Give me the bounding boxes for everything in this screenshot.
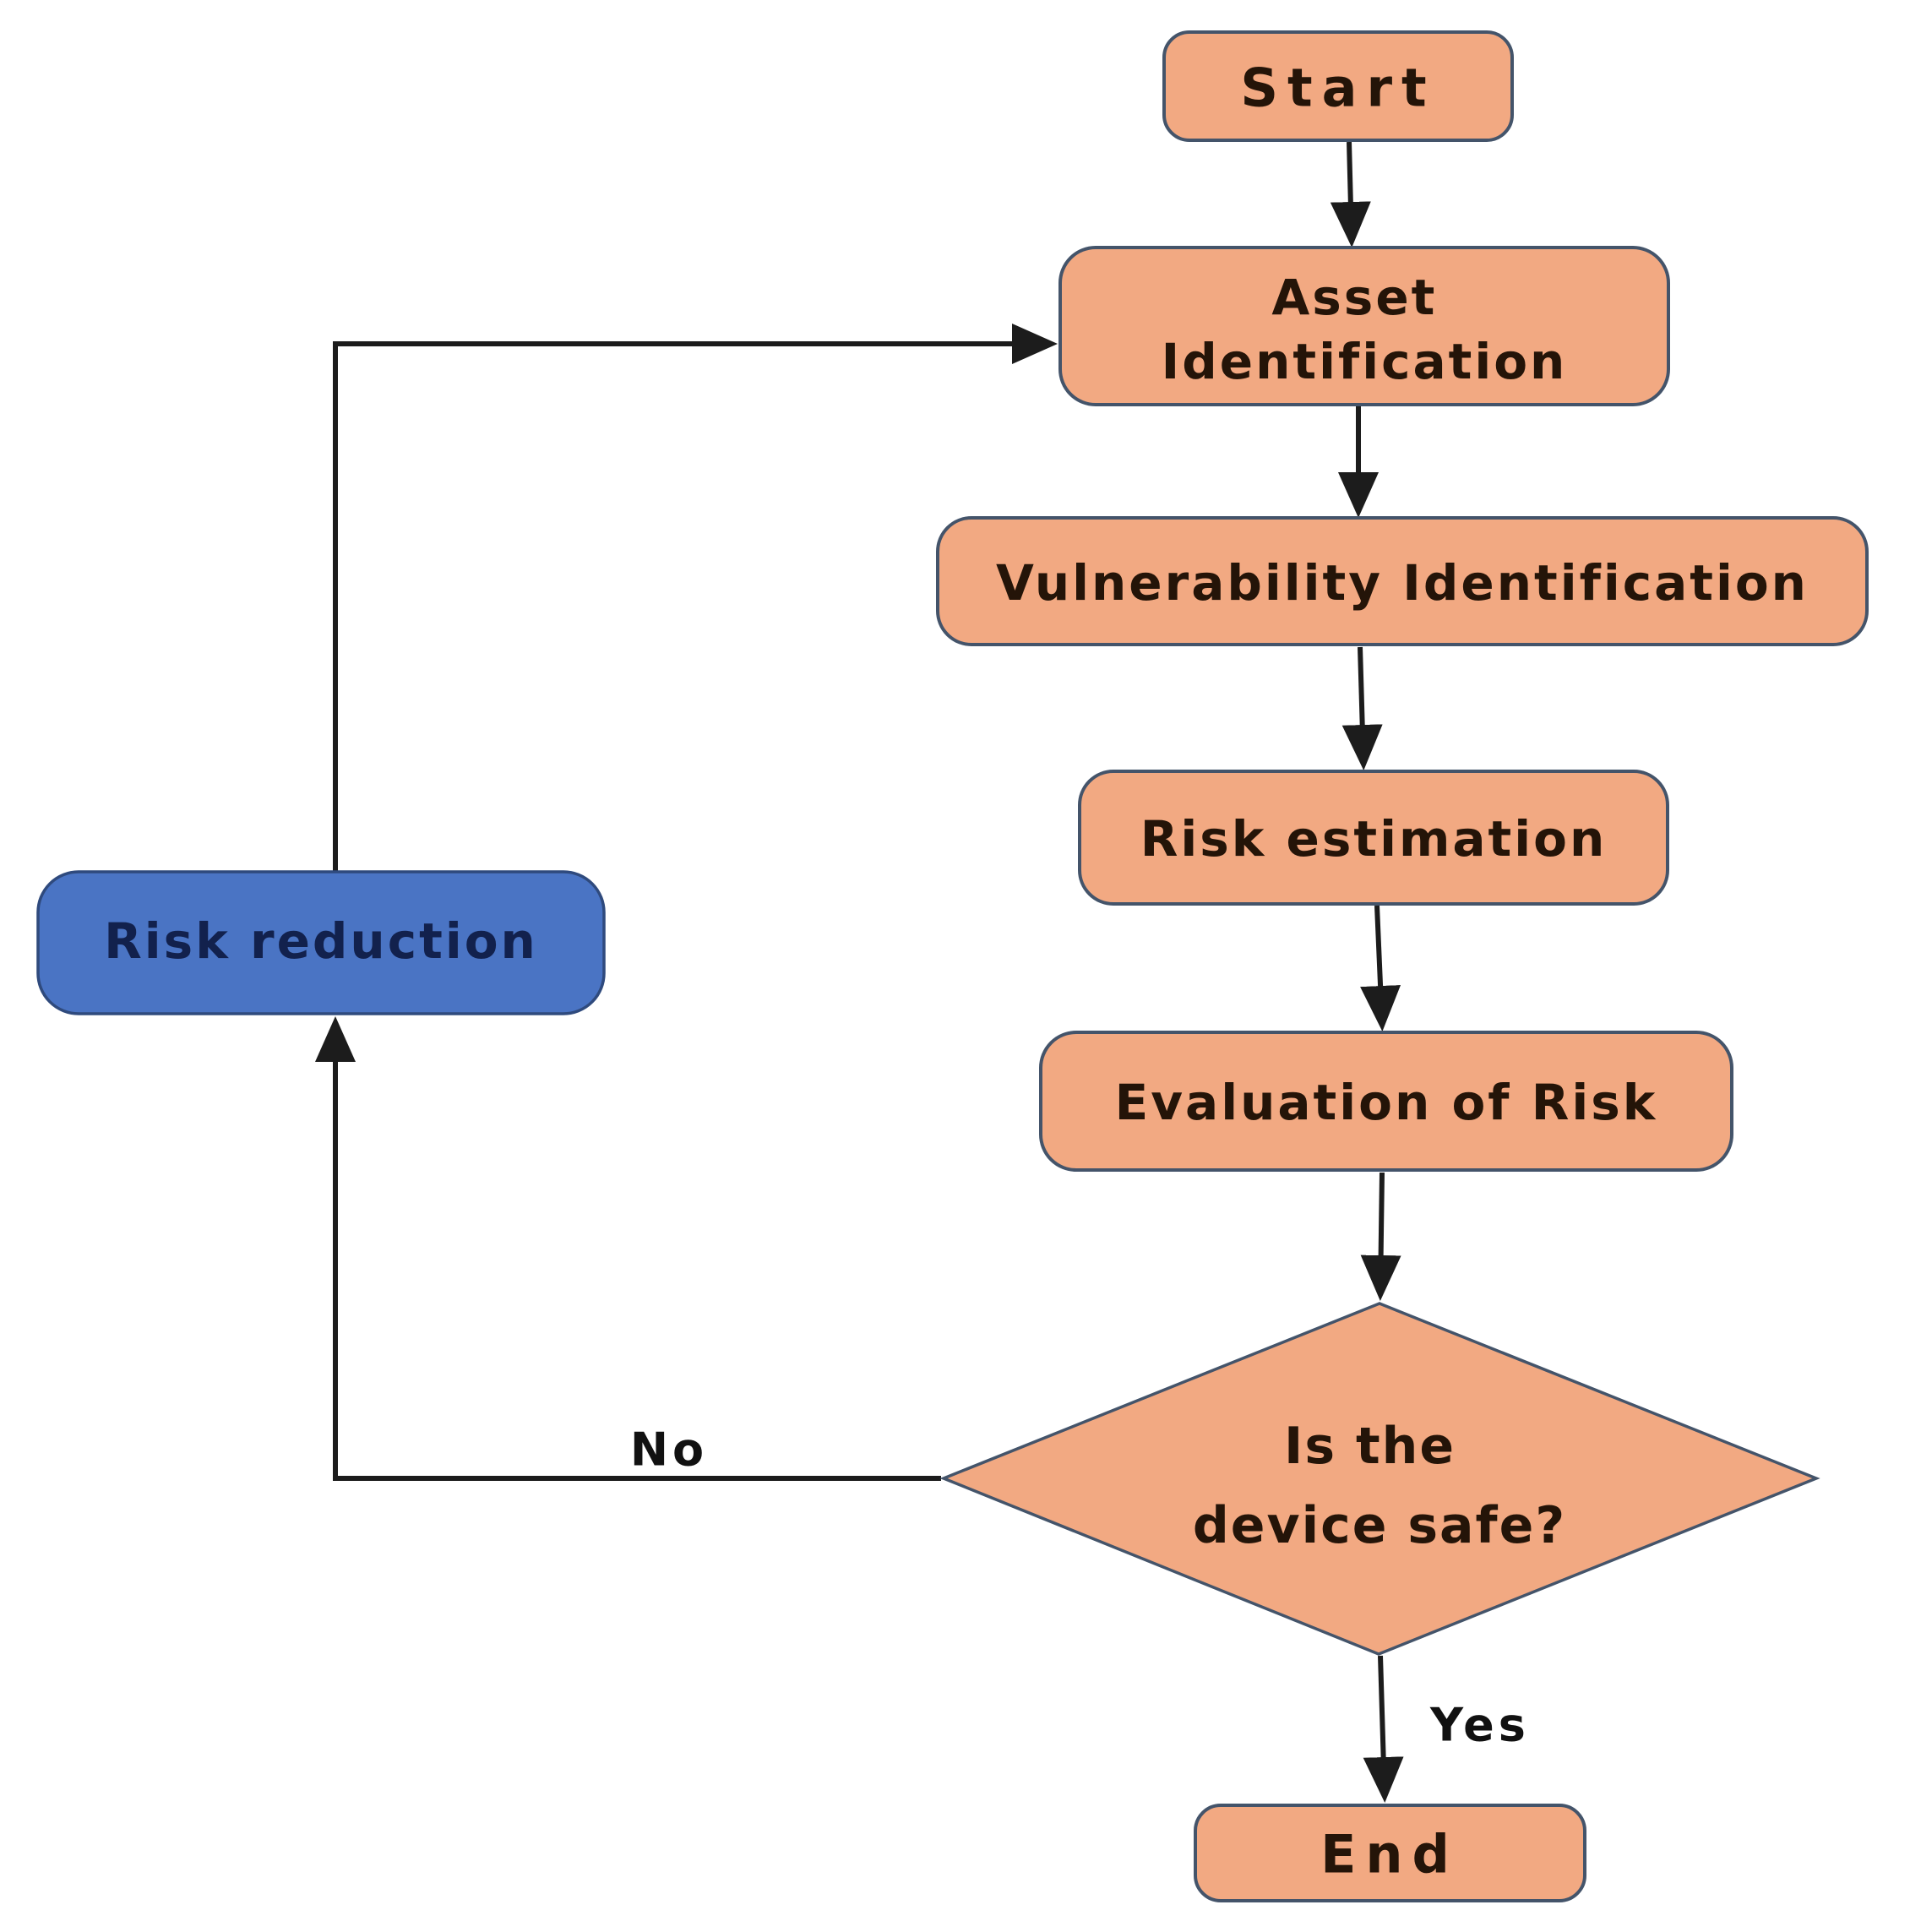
vulnerability-identification-node-label: Vulnerability Identification	[996, 554, 1809, 612]
connector-vulnerability-to-risk-estimation	[1341, 646, 1383, 770]
evaluation-of-risk-node	[1039, 1031, 1733, 1172]
start-node	[1162, 30, 1514, 142]
risk-estimation-node-label: Risk estimation	[1140, 810, 1608, 868]
end-node-label: End	[1320, 1824, 1459, 1886]
vulnerability-identification-node	[936, 516, 1869, 646]
risk-reduction-node	[36, 870, 606, 1015]
connector-risk-estimation-to-evaluation	[1360, 905, 1401, 1031]
decision-label: Is the device safe?	[1193, 1417, 1566, 1555]
risk-estimation-node	[1078, 770, 1669, 906]
start-node-label: Start	[1240, 57, 1435, 119]
connector-evaluation-to-decision	[1360, 1172, 1401, 1301]
asset-identification-node-label: Asset Identification	[1162, 269, 1568, 390]
no-edge-label: No	[630, 1423, 708, 1477]
asset-identification-node	[1058, 246, 1670, 406]
connector-start-to-asset	[1330, 141, 1371, 248]
evaluation-of-risk-node-label: Evaluation of Risk	[1115, 1074, 1658, 1131]
risk-reduction-node-label: Risk reduction	[104, 912, 538, 970]
connector-decision-to-end-yes	[1363, 1655, 1404, 1803]
decision-diamond	[939, 1302, 1820, 1656]
end-node	[1194, 1804, 1586, 1902]
yes-edge-label: Yes	[1429, 1699, 1530, 1752]
connector-decision-to-risk-reduction-no	[315, 1016, 941, 1481]
connector-risk-reduction-to-asset	[333, 324, 1058, 871]
